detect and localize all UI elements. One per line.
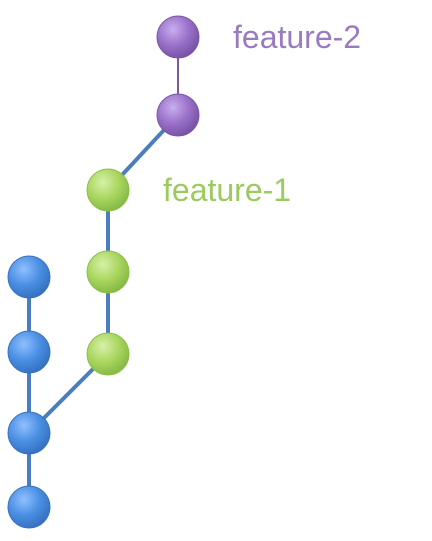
commit-node-base-3[interactable] [7, 330, 51, 374]
feature-2-branch [156, 15, 200, 137]
commit-node-base-1[interactable] [7, 485, 51, 529]
commit-node-feature-1-1[interactable] [86, 332, 130, 376]
feature-1-branch [86, 168, 130, 376]
branch-label-feature-2: feature-2 [233, 19, 361, 55]
branch-label-feature-1: feature-1 [163, 172, 291, 208]
commit-node-feature-2-1[interactable] [156, 93, 200, 137]
commit-node-feature-2-2[interactable] [156, 15, 200, 59]
base-branch [7, 255, 51, 529]
commit-node-feature-1-3[interactable] [86, 168, 130, 212]
commit-node-base-4[interactable] [7, 255, 51, 299]
commit-node-base-2[interactable] [7, 411, 51, 455]
commit-node-feature-1-2[interactable] [86, 250, 130, 294]
